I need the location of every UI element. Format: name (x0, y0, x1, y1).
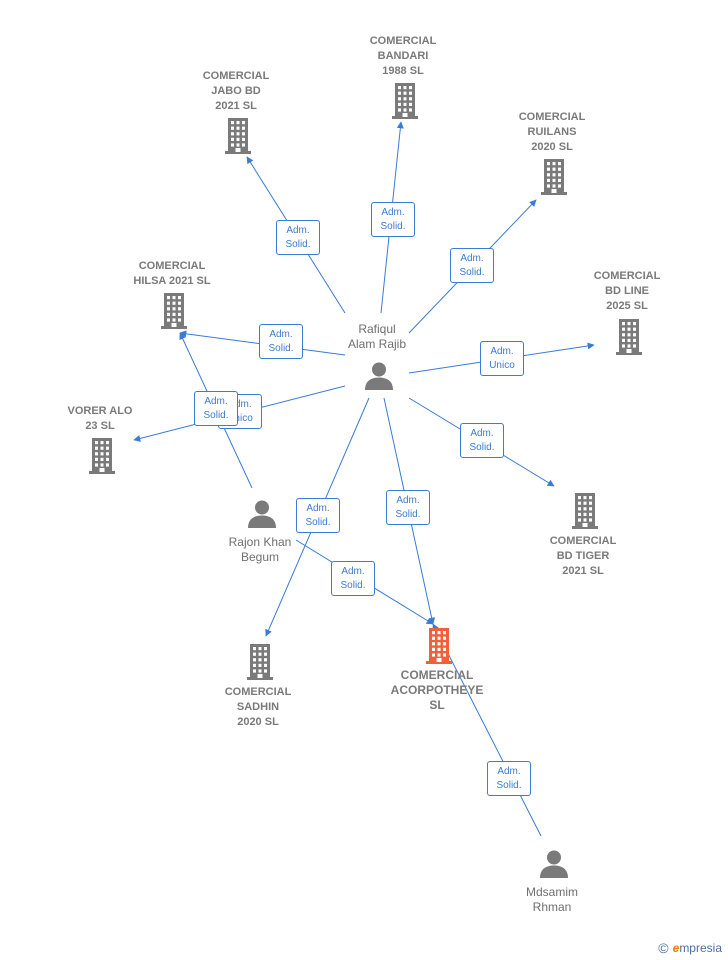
node-label-jabo[interactable]: COMERCIAL JABO BD 2021 SL (202, 70, 270, 112)
edge-label-rafiqul-bdtiger[interactable]: Adm. Solid. (460, 423, 504, 458)
copyright-icon: © (658, 940, 669, 956)
building-icon[interactable] (245, 644, 275, 685)
edge-label-mdsamim-acorpotheye[interactable]: Adm. Solid. (487, 761, 531, 796)
node-label-bdtiger[interactable]: COMERCIAL BD TIGER 2021 SL (549, 535, 617, 577)
building-icon[interactable] (539, 159, 569, 200)
building-icon[interactable] (570, 493, 600, 534)
brand-name: empresia (672, 941, 722, 955)
person-icon[interactable] (247, 499, 277, 534)
node-label-ruilans[interactable]: COMERCIAL RUILANS 2020 SL (518, 111, 586, 153)
edge-label-rafiqul-sadhin[interactable]: Adm. Solid. (296, 498, 340, 533)
node-label-acorpotheye[interactable]: COMERCIAL ACORPOTHEYE SL (390, 668, 484, 712)
node-label-rafiqul[interactable]: Rafiqul Alam Rajib (347, 322, 407, 351)
person-icon[interactable] (364, 361, 394, 396)
building-icon[interactable] (424, 628, 454, 669)
edge-mdsamim-acorpotheye (432, 623, 542, 837)
empresia-brand[interactable]: © empresia (658, 940, 722, 956)
edge-label-rajon-acorpotheye[interactable]: Adm. Solid. (331, 561, 375, 596)
person-icon[interactable] (539, 849, 569, 884)
edge-label-rafiqul-jabo[interactable]: Adm. Solid. (276, 220, 320, 255)
building-icon[interactable] (87, 438, 117, 479)
node-label-sadhin[interactable]: COMERCIAL SADHIN 2020 SL (224, 686, 292, 728)
building-icon[interactable] (390, 83, 420, 124)
node-label-vorer[interactable]: VORER ALO 23 SL (67, 405, 133, 432)
edge-label-rajon-hilsa[interactable]: Adm. Solid. (194, 391, 238, 426)
building-icon[interactable] (223, 118, 253, 159)
building-icon[interactable] (159, 293, 189, 334)
edge-label-rafiqul-acorpotheye[interactable]: Adm. Solid. (386, 490, 430, 525)
node-label-rajon[interactable]: Rajon Khan Begum (228, 535, 292, 564)
edge-label-rafiqul-bandari[interactable]: Adm. Solid. (371, 202, 415, 237)
edge-label-rafiqul-bdline[interactable]: Adm. Unico (480, 341, 524, 376)
edge-label-rafiqul-hilsa[interactable]: Adm. Solid. (259, 324, 303, 359)
building-icon[interactable] (614, 319, 644, 360)
node-label-hilsa[interactable]: COMERCIAL HILSA 2021 SL (133, 260, 211, 287)
node-label-mdsamim[interactable]: Mdsamim Rhman (525, 885, 578, 914)
node-label-bdline[interactable]: COMERCIAL BD LINE 2025 SL (593, 270, 661, 312)
node-label-bandari[interactable]: COMERCIAL BANDARI 1988 SL (369, 35, 437, 77)
edge-label-rafiqul-ruilans[interactable]: Adm. Solid. (450, 248, 494, 283)
